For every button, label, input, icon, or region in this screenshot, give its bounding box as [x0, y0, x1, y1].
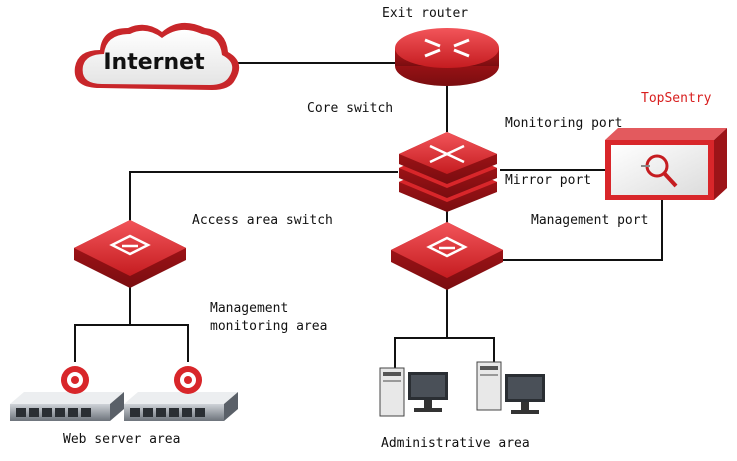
access-switch-icon	[391, 222, 503, 290]
core-switch-label: Core switch	[307, 101, 394, 116]
management-monitoring-area-label-line1: Management	[210, 301, 289, 316]
link-web-servers-bus	[74, 324, 189, 362]
monitoring-port-label: Monitoring port	[505, 116, 623, 131]
core-switch-icon	[399, 132, 497, 212]
link-core-access	[129, 171, 398, 222]
access-area-switch-label: Access area switch	[192, 213, 333, 228]
management-monitoring-area-label-line2: monitoring area	[210, 319, 328, 334]
desktop-computer-icon	[476, 361, 545, 414]
router-icon	[395, 28, 499, 86]
administrative-area-label: Administrative area	[381, 436, 530, 451]
server-icon	[10, 366, 124, 421]
link-admin-bus	[394, 337, 495, 368]
link-management-port	[500, 198, 663, 261]
topsentry-appliance-icon	[605, 128, 727, 200]
links	[74, 62, 663, 368]
mirror-port-label: Mirror port	[505, 173, 592, 188]
access-switch-icon	[74, 220, 186, 288]
internet-label: Internet	[103, 50, 205, 75]
desktop-computer-icon	[379, 367, 448, 417]
server-icon	[124, 366, 238, 421]
exit-router-label: Exit router	[382, 6, 469, 21]
management-port-label: Management port	[531, 213, 649, 228]
cloud-icon	[74, 22, 240, 90]
web-server-area-label: Web server area	[63, 432, 181, 447]
topsentry-label: TopSentry	[641, 91, 712, 106]
